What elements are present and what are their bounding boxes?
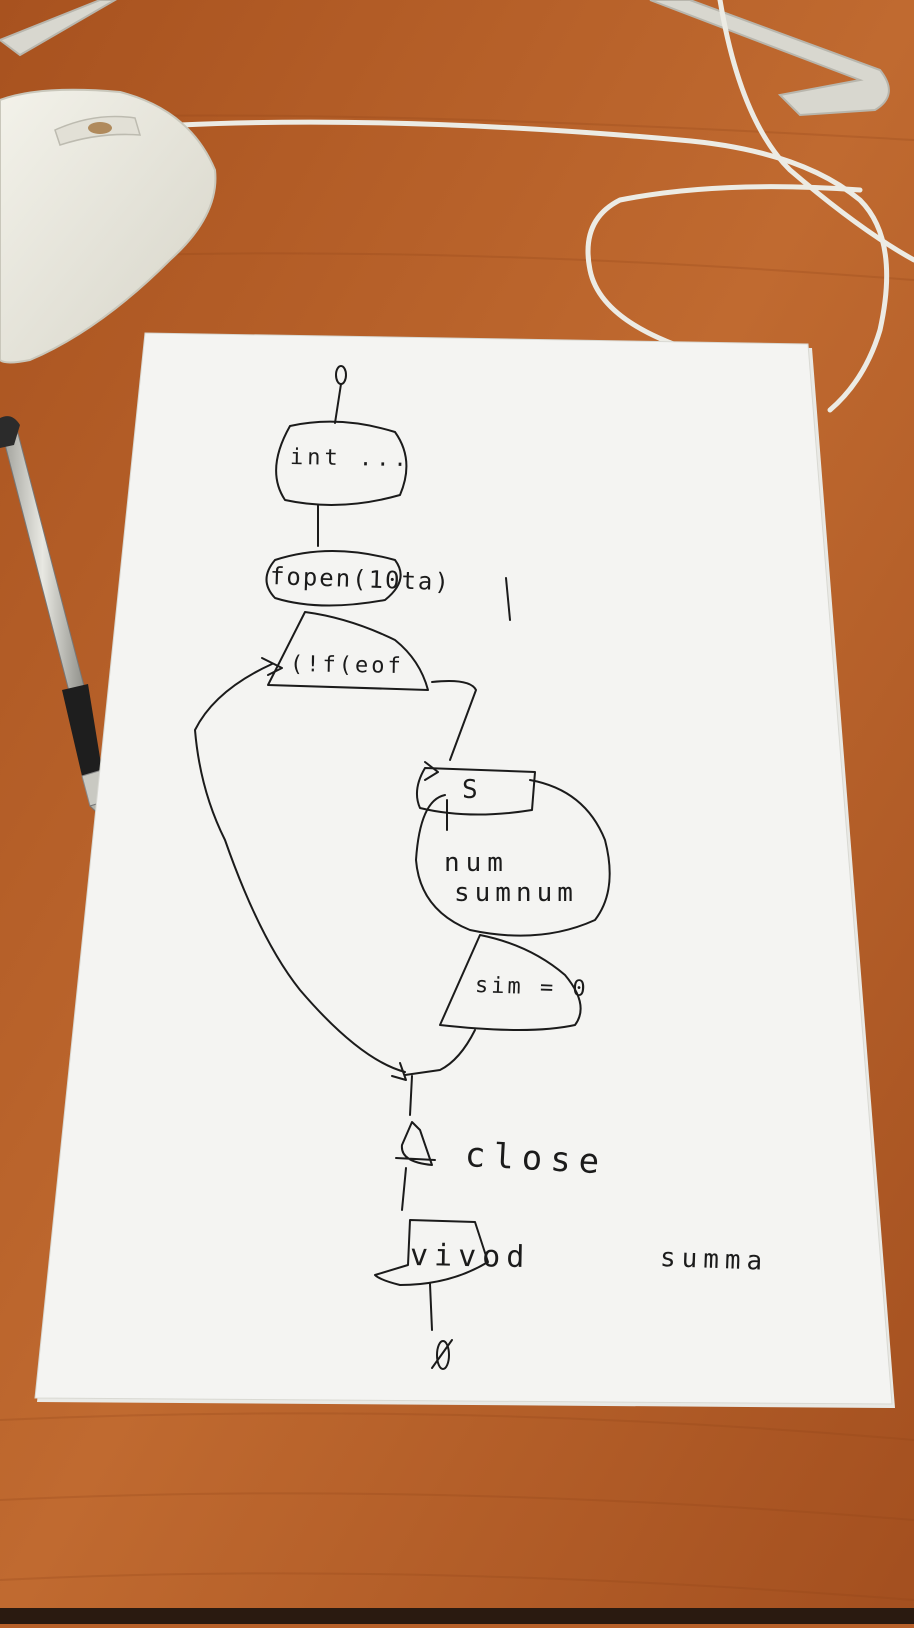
process-label-1: num bbox=[444, 848, 509, 878]
output-block-shape bbox=[374, 1219, 489, 1286]
check-block-shape bbox=[439, 934, 582, 1031]
loop-condition-label: (!f(eof bbox=[289, 652, 404, 679]
read-block-shape bbox=[415, 767, 536, 816]
declare-label: int ... bbox=[289, 445, 411, 473]
check-label: sim = 0 bbox=[474, 973, 590, 1002]
desk-bottom-shadow bbox=[0, 1608, 914, 1624]
fopen-block-shape bbox=[265, 550, 402, 607]
process-label-2: sumnum bbox=[454, 878, 578, 908]
loop-back-arrow bbox=[194, 663, 406, 1073]
read-label: S bbox=[462, 775, 482, 805]
output-suffix-label: summa bbox=[659, 1243, 769, 1277]
process-block-shape bbox=[415, 779, 611, 937]
flowchart-drawing bbox=[194, 365, 611, 1370]
computer-mouse bbox=[0, 88, 217, 364]
end-terminal-shape bbox=[436, 1340, 450, 1370]
monitor-stand bbox=[0, 0, 890, 117]
output-label: vivod bbox=[409, 1238, 531, 1276]
close-label: close bbox=[463, 1135, 609, 1183]
declare-block-shape bbox=[275, 420, 408, 506]
close-block-shape bbox=[395, 1121, 436, 1166]
paper-sheet bbox=[34, 332, 895, 1408]
loop-condition-shape bbox=[267, 611, 429, 691]
mouse-cable bbox=[177, 0, 914, 413]
